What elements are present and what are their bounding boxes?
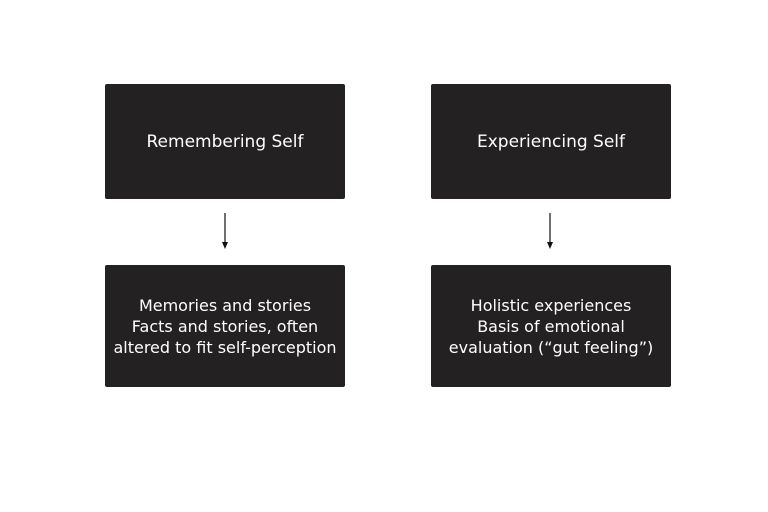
experiencing-self-box: Experiencing Self: [431, 84, 671, 199]
remembering-self-detail-line: Memories and stories: [138, 295, 312, 315]
down-arrow-icon: [220, 213, 230, 249]
remembering-self-box: Remembering Self: [105, 84, 345, 199]
experiencing-self-details-box: Holistic experiences Basis of emotional …: [431, 265, 671, 387]
down-arrow-icon: [545, 213, 555, 249]
remembering-self-title: Remembering Self: [146, 131, 304, 152]
remembering-self-detail-line: altered to fit self-perception: [113, 337, 337, 357]
experiencing-self-detail-line: evaluation (“gut feeling”): [448, 337, 654, 357]
experiencing-self-detail-line: Basis of emotional: [477, 316, 625, 336]
remembering-self-detail-line: Facts and stories, often: [131, 316, 319, 336]
remembering-self-details-box: Memories and stories Facts and stories, …: [105, 265, 345, 387]
experiencing-self-detail-line: Holistic experiences: [470, 295, 632, 315]
experiencing-self-title: Experiencing Self: [477, 131, 625, 152]
